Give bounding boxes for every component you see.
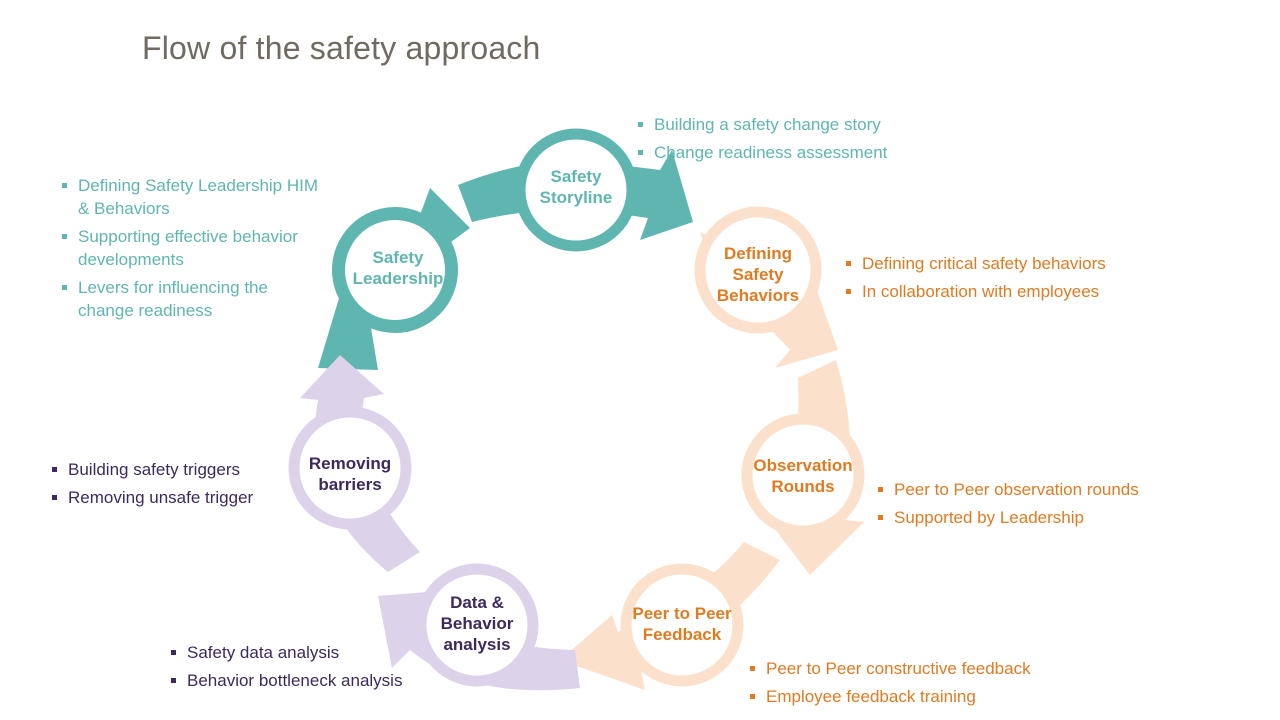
bullet-item: Behavior bottleneck analysis: [169, 669, 459, 692]
bullet-item: Defining critical safety behaviors: [844, 252, 1174, 275]
node-label-peer-to-peer-feedback: Peer to Peer Feedback: [632, 604, 732, 644]
bullet-item: Defining Safety Leadership HIM & Behavio…: [60, 174, 320, 220]
bullet-item: Building a safety change story: [636, 113, 956, 136]
node-label-removing-barriers: Removing barriers: [308, 454, 392, 494]
node-label-safety-leadership: Safety Leadership: [352, 248, 444, 288]
node-circle-storyline: [514, 128, 638, 252]
node-label-data-behavior-analysis: Data & Behavior analysis: [440, 593, 514, 654]
node-label-safety-storyline: Safety Storyline: [539, 167, 613, 207]
bullet-item: Removing unsafe trigger: [50, 486, 310, 509]
bullets-storyline: Building a safety change story Change re…: [636, 113, 956, 169]
node-circle-analysis: [415, 563, 539, 687]
node-label-defining-safety-behaviors: Defining Safety Behaviors: [716, 244, 800, 305]
bullets-leadership: Defining Safety Leadership HIM & Behavio…: [60, 174, 320, 327]
bullet-item: Employee feedback training: [748, 685, 1088, 708]
bullets-feedback: Peer to Peer constructive feedback Emplo…: [748, 657, 1088, 713]
bullet-item: Peer to Peer constructive feedback: [748, 657, 1088, 680]
node-circle-defining: [694, 206, 822, 334]
node-circle-observation: [741, 413, 865, 537]
node-circle-feedback: [620, 563, 744, 687]
bullet-item: Supporting effective behavior developmen…: [60, 225, 320, 271]
node-label-observation-rounds: Observation Rounds: [753, 456, 853, 496]
bullet-item: Supported by Leadership: [876, 506, 1206, 529]
bullets-barriers: Building safety triggers Removing unsafe…: [50, 458, 310, 514]
bullet-item: Levers for influencing the change readin…: [60, 276, 320, 322]
bullet-item: In collaboration with employees: [844, 280, 1174, 303]
node-circle-barriers: [288, 406, 412, 530]
node-inner-leadership: [345, 220, 445, 320]
bullet-item: Peer to Peer observation rounds: [876, 478, 1206, 501]
bullets-defining: Defining critical safety behaviors In co…: [844, 252, 1174, 308]
page-title: Flow of the safety approach: [142, 30, 541, 66]
bullet-item: Change readiness assessment: [636, 141, 956, 164]
bullets-observation: Peer to Peer observation rounds Supporte…: [876, 478, 1206, 534]
bullets-analysis: Safety data analysis Behavior bottleneck…: [169, 641, 459, 697]
bullet-item: Building safety triggers: [50, 458, 310, 481]
bullet-item: Safety data analysis: [169, 641, 459, 664]
